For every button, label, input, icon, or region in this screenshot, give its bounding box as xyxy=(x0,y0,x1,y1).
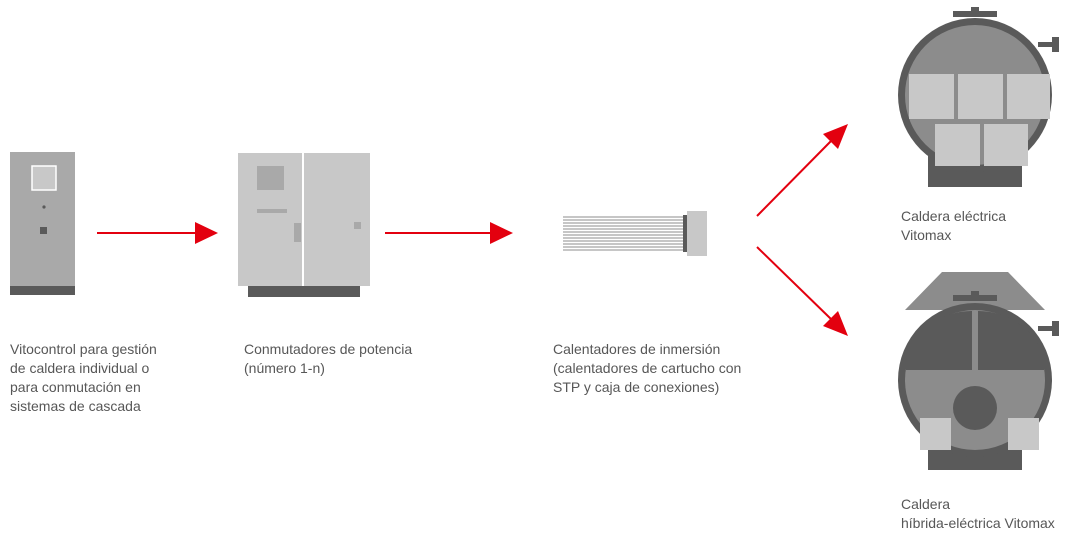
vitocontrol-cabinet xyxy=(10,152,75,295)
electric-boiler xyxy=(898,7,1059,187)
flow-arrow-down xyxy=(756,246,848,336)
immersion-heaters-caption: Calentadores de inmersión (calentadores … xyxy=(553,341,742,395)
flow-arrow-2 xyxy=(385,222,513,244)
flow-arrow-up xyxy=(756,124,848,217)
flow-arrow-1 xyxy=(97,222,218,244)
electric-boiler-caption: Caldera eléctrica Vitomax xyxy=(901,208,1007,243)
power-switch-cabinet xyxy=(238,153,370,297)
vitocontrol-caption: Vitocontrol para gestión de caldera indi… xyxy=(10,341,157,414)
immersion-heater-bundle xyxy=(563,211,707,256)
power-switches-caption: Conmutadores de potencia (número 1-n) xyxy=(244,341,413,376)
hybrid-electric-boiler xyxy=(898,272,1059,470)
hybrid-boiler-caption: Caldera híbrida-eléctrica Vitomax xyxy=(901,496,1055,531)
